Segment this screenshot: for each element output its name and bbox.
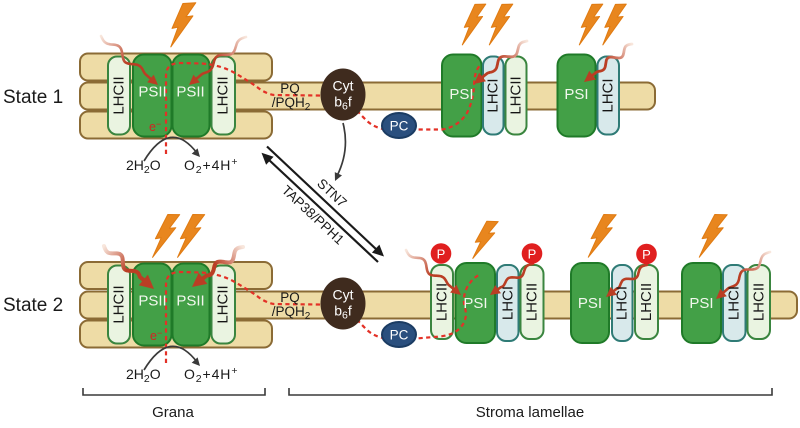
svg-text:Grana: Grana <box>152 404 194 421</box>
svg-text:P: P <box>528 247 537 262</box>
svg-text:PQ: PQ <box>280 290 300 305</box>
svg-text:LHCI: LHCI <box>600 78 617 112</box>
svg-text:LHCI: LHCI <box>614 286 631 320</box>
svg-text:PC: PC <box>390 119 409 134</box>
svg-text:b6f: b6f <box>334 94 352 113</box>
svg-text:2H2O: 2H2O <box>126 366 161 385</box>
svg-text:PSI: PSI <box>463 295 487 312</box>
svg-text:State 2: State 2 <box>3 295 63 316</box>
svg-text:LHCII: LHCII <box>524 283 541 321</box>
svg-text:PSII: PSII <box>138 84 166 101</box>
svg-text:State 1: State 1 <box>3 87 63 108</box>
svg-text:PSII: PSII <box>176 293 204 310</box>
svg-text:P: P <box>437 247 446 262</box>
svg-text:LHCII: LHCII <box>638 283 655 321</box>
svg-text:LHCII: LHCII <box>215 76 232 114</box>
svg-text:LHCII: LHCII <box>111 76 128 114</box>
svg-text:Cyt: Cyt <box>333 287 354 303</box>
svg-text:PQ: PQ <box>280 81 300 96</box>
svg-text:PSII: PSII <box>176 84 204 101</box>
svg-text:PSI: PSI <box>564 86 588 103</box>
svg-text:/PQH2: /PQH2 <box>272 304 311 322</box>
svg-text:LHCII: LHCII <box>508 76 525 114</box>
svg-text:PSI: PSI <box>449 86 473 103</box>
svg-text:PSII: PSII <box>138 293 166 310</box>
svg-text:LHCII: LHCII <box>215 285 232 323</box>
svg-text:LHCII: LHCII <box>434 283 451 321</box>
svg-text:Cyt: Cyt <box>333 78 354 94</box>
svg-text:Stroma lamellae: Stroma lamellae <box>476 404 584 421</box>
svg-text:LHCII: LHCII <box>111 285 128 323</box>
svg-text:LHCI: LHCI <box>499 286 516 320</box>
svg-text:2H2O: 2H2O <box>126 157 161 176</box>
svg-text:LHCI: LHCI <box>726 286 743 320</box>
svg-text:PC: PC <box>390 328 409 343</box>
svg-text:PSI: PSI <box>689 295 713 312</box>
svg-text:LHCI: LHCI <box>485 78 502 112</box>
svg-text:P: P <box>642 247 651 262</box>
svg-text:PSI: PSI <box>578 295 602 312</box>
svg-text:b6f: b6f <box>334 303 352 322</box>
svg-text:/PQH2: /PQH2 <box>272 95 311 113</box>
svg-text:LHCII: LHCII <box>750 283 767 321</box>
